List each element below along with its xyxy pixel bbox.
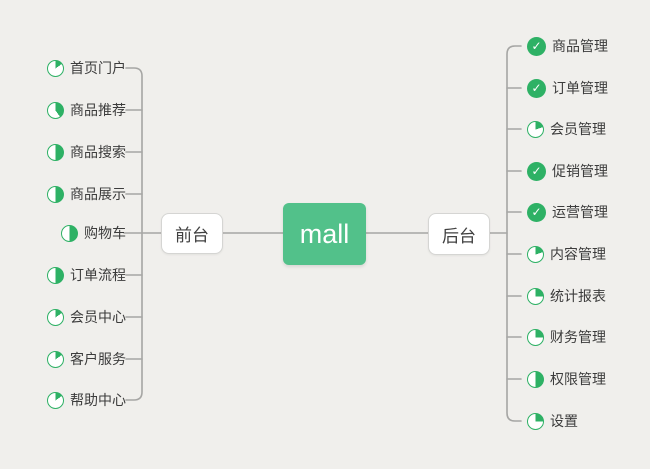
pie-progress-icon xyxy=(527,287,544,305)
pie-progress-icon xyxy=(527,412,544,430)
pie-progress-icon xyxy=(47,266,64,284)
pie-progress-icon xyxy=(47,308,64,326)
node-operation-management[interactable]: ✓ 运营管理 xyxy=(527,200,608,224)
node-label: 首页门户 xyxy=(70,60,126,76)
node-label: 运营管理 xyxy=(552,204,608,220)
node-finance-management[interactable]: 财务管理 xyxy=(527,325,606,349)
node-member-management[interactable]: 会员管理 xyxy=(527,117,606,141)
branch-node-backend-label: 后台 xyxy=(442,226,476,246)
node-product-search[interactable]: 商品搜索 xyxy=(47,140,126,164)
node-label: 商品展示 xyxy=(70,186,126,202)
node-label: 财务管理 xyxy=(550,329,606,345)
node-customer-service[interactable]: 客户服务 xyxy=(47,347,126,371)
pie-progress-icon xyxy=(527,370,544,388)
node-label: 帮助中心 xyxy=(70,392,126,408)
pie-progress-icon xyxy=(47,185,64,203)
node-shopping-cart[interactable]: 购物车 xyxy=(61,221,126,245)
node-label: 商品推荐 xyxy=(70,102,126,118)
node-order-process[interactable]: 订单流程 xyxy=(47,263,126,287)
pie-progress-icon xyxy=(527,245,544,263)
node-help-center[interactable]: 帮助中心 xyxy=(47,388,126,412)
node-order-management[interactable]: ✓ 订单管理 xyxy=(527,76,608,100)
root-node-label: mall xyxy=(299,218,350,249)
pie-progress-icon xyxy=(527,120,544,138)
check-icon: ✓ xyxy=(527,36,546,56)
node-settings[interactable]: 设置 xyxy=(527,409,578,433)
pie-progress-icon xyxy=(61,224,78,242)
node-label: 设置 xyxy=(550,413,578,429)
node-label: 内容管理 xyxy=(550,246,606,262)
node-promotion-management[interactable]: ✓ 促销管理 xyxy=(527,159,608,183)
pie-progress-icon xyxy=(47,101,64,119)
pie-progress-icon xyxy=(47,59,64,77)
node-permission-management[interactable]: 权限管理 xyxy=(527,367,606,391)
pie-progress-icon xyxy=(47,143,64,161)
node-label: 订单管理 xyxy=(552,80,608,96)
check-icon: ✓ xyxy=(527,78,546,98)
check-icon: ✓ xyxy=(527,202,546,222)
node-product-display[interactable]: 商品展示 xyxy=(47,182,126,206)
node-statistics-report[interactable]: 统计报表 xyxy=(527,284,606,308)
node-label: 权限管理 xyxy=(550,371,606,387)
node-product-management[interactable]: ✓ 商品管理 xyxy=(527,34,608,58)
node-label: 订单流程 xyxy=(70,267,126,283)
pie-progress-icon xyxy=(47,391,64,409)
node-label: 会员管理 xyxy=(550,121,606,137)
node-product-recommendation[interactable]: 商品推荐 xyxy=(47,98,126,122)
node-label: 促销管理 xyxy=(552,163,608,179)
node-label: 购物车 xyxy=(84,225,126,241)
pie-progress-icon xyxy=(47,350,64,368)
right-spine-line xyxy=(506,45,522,422)
node-content-management[interactable]: 内容管理 xyxy=(527,242,606,266)
branch-node-frontend-label: 前台 xyxy=(175,226,209,245)
node-home-portal[interactable]: 首页门户 xyxy=(47,56,126,80)
node-label: 统计报表 xyxy=(550,288,606,304)
pie-progress-icon xyxy=(527,328,544,346)
left-spine-line xyxy=(125,67,143,401)
node-member-center[interactable]: 会员中心 xyxy=(47,305,126,329)
node-label: 客户服务 xyxy=(70,351,126,367)
root-node-mall[interactable]: mall xyxy=(283,203,366,265)
branch-node-frontend[interactable]: 前台 xyxy=(161,213,223,254)
check-icon: ✓ xyxy=(527,161,546,181)
branch-node-backend[interactable]: 后台 xyxy=(428,213,490,255)
node-label: 会员中心 xyxy=(70,309,126,325)
node-label: 商品搜索 xyxy=(70,144,126,160)
node-label: 商品管理 xyxy=(552,38,608,54)
